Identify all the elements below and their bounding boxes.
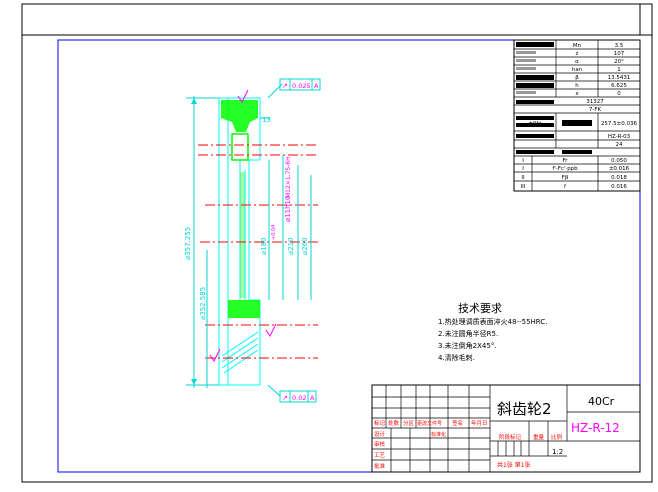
param-rows: Mn 3.5 z 107 α 20° han 1 β 13.5431 h 6.6… bbox=[521, 43, 638, 190]
pair-tol-label: ±0fa bbox=[528, 121, 541, 127]
tol-val-2: 0.018 bbox=[611, 175, 627, 181]
dim-df: ⌀352.585 bbox=[199, 287, 207, 320]
runout-frame-top: ↗ 0.025 A bbox=[267, 78, 321, 99]
param-sym-2: α bbox=[575, 59, 579, 65]
runout-frame-bottom: ↗ 0.02 A bbox=[267, 384, 317, 403]
param-val-2: 20° bbox=[614, 59, 624, 65]
label-sign: 签名 bbox=[452, 419, 463, 427]
dim-da: ⌀357.255 bbox=[184, 227, 192, 260]
runout-top-datum: A bbox=[314, 82, 319, 90]
param-sym-0: Mn bbox=[573, 43, 582, 49]
gear-parameter-table: Mn 3.5 z 107 α 20° han 1 β 13.5431 h 6.6… bbox=[513, 39, 641, 192]
param-val-6: 0 bbox=[617, 91, 621, 97]
tol-grp-3: III bbox=[521, 184, 526, 190]
tol-sym-3: f bbox=[564, 184, 567, 190]
mate-teeth: 24 bbox=[616, 142, 623, 148]
tol-val-3: 0.016 bbox=[611, 184, 627, 190]
param-sym-4: β bbox=[575, 75, 579, 81]
runout-symbol-icon: ↗ bbox=[282, 82, 288, 90]
param-val-3: 1 bbox=[617, 67, 621, 73]
material: 40Cr bbox=[588, 395, 615, 408]
pair-tol-value: 257.5±0.036 bbox=[601, 121, 638, 127]
dim-bore-fit: +0.04 bbox=[271, 225, 277, 240]
param-val-4: 13.5431 bbox=[608, 75, 631, 81]
helix-tooth-marks bbox=[221, 331, 259, 374]
tech-req-item-2: 2.未注圆角半径R5. bbox=[438, 329, 498, 338]
label-weight: 重量 bbox=[533, 433, 545, 441]
label-approve: 批准 bbox=[374, 462, 386, 470]
label-zone: 分区 bbox=[403, 419, 415, 427]
dim-hub: ⌀210 bbox=[287, 237, 295, 255]
title-block-labels: 标记 处数 分区 更改文件号 签名 年月日 设计 标准化 审核 工艺 批准 阶段… bbox=[374, 419, 563, 470]
param-val-0: 3.5 bbox=[615, 43, 624, 49]
technical-requirements: 技术要求 1.热处理调质表面淬火48--55HRC. 2.未注圆角半径R5. 3… bbox=[438, 302, 547, 362]
tech-req-title: 技术要求 bbox=[458, 302, 502, 315]
tech-req-item-1: 1.热处理调质表面淬火48--55HRC. bbox=[438, 317, 547, 326]
tol-grp-1: I bbox=[522, 166, 524, 172]
dim-thread: M12×1.75-6H bbox=[285, 156, 292, 198]
tol-sym-0: Fr bbox=[562, 158, 568, 164]
runout-bottom-datum: A bbox=[310, 394, 315, 402]
title-block: 标记 处数 分区 更改文件号 签名 年月日 设计 标准化 审核 工艺 批准 阶段… bbox=[371, 384, 641, 473]
section-hatch-bottom bbox=[228, 300, 260, 318]
param-sym-5: h bbox=[575, 83, 579, 89]
centerlines bbox=[198, 144, 318, 359]
gear-section-view: ⌀357.255 ⌀352.585 ⌀180 +0.04 ⌀210 ⌀260 ⌀… bbox=[184, 78, 321, 403]
param-sym-6: x bbox=[575, 91, 579, 97]
label-design: 设计 bbox=[374, 430, 386, 438]
mate-code: HZ-R-03 bbox=[608, 134, 631, 140]
dim-face: ⌀11h10 bbox=[284, 196, 292, 222]
dim-arrows bbox=[191, 98, 197, 385]
runout-symbol-bottom-icon: ↗ bbox=[282, 394, 288, 402]
tol-sym-1: f'-Fc'·ppb bbox=[552, 166, 578, 172]
dimension-lines bbox=[186, 96, 312, 388]
scale-value: 1:2 bbox=[552, 448, 563, 456]
tol-sym-2: Fβ bbox=[562, 175, 569, 181]
web-hatch bbox=[240, 172, 245, 298]
label-check: 审核 bbox=[374, 440, 386, 448]
drawing-frame bbox=[57, 39, 641, 473]
section-hatch-mid bbox=[231, 133, 249, 161]
label-process: 工艺 bbox=[374, 452, 386, 459]
tol-val-1: ±0.016 bbox=[609, 166, 630, 172]
accuracy-line-2: 7-FK bbox=[589, 107, 602, 113]
part-name: 斜齿轮2 bbox=[497, 400, 552, 418]
tol-val-0: 0.050 bbox=[611, 158, 627, 164]
accuracy-line-1: 31327 bbox=[586, 99, 604, 105]
roughness-symbols bbox=[209, 89, 277, 362]
label-change-doc: 更改文件号 bbox=[417, 420, 442, 427]
dim-web: ⌀260 bbox=[301, 237, 309, 255]
sheet-count: 共1张 第1张 bbox=[497, 461, 531, 469]
label-mark: 标记 bbox=[374, 419, 386, 427]
label-stage: 阶段标记 bbox=[499, 433, 522, 441]
dim-bore: ⌀180 bbox=[260, 237, 268, 255]
name-cells bbox=[516, 42, 592, 154]
drawing-number: HZ-R-12 bbox=[571, 421, 620, 435]
tol-grp-2: II bbox=[521, 175, 525, 181]
tol-grp-0: I bbox=[522, 158, 524, 164]
tech-req-item-4: 4.清除毛刺. bbox=[438, 353, 475, 362]
param-sym-3: han bbox=[572, 67, 583, 73]
label-date: 年月日 bbox=[471, 419, 488, 427]
label-count: 处数 bbox=[388, 419, 400, 427]
runout-bottom-value: 0.02 bbox=[292, 394, 306, 402]
param-sym-1: z bbox=[576, 51, 579, 57]
param-val-1: 107 bbox=[614, 51, 625, 57]
section-hatch-top bbox=[221, 100, 258, 132]
label-scale: 比例 bbox=[551, 433, 563, 441]
paper-border bbox=[21, 3, 653, 483]
tech-req-item-3: 3.未注倒角2X45°. bbox=[438, 341, 497, 350]
label-standardize: 标准化 bbox=[431, 431, 446, 438]
runout-top-value: 0.025 bbox=[292, 82, 311, 90]
dim-width: 13 bbox=[262, 116, 271, 124]
param-val-5: 6.625 bbox=[611, 83, 627, 89]
